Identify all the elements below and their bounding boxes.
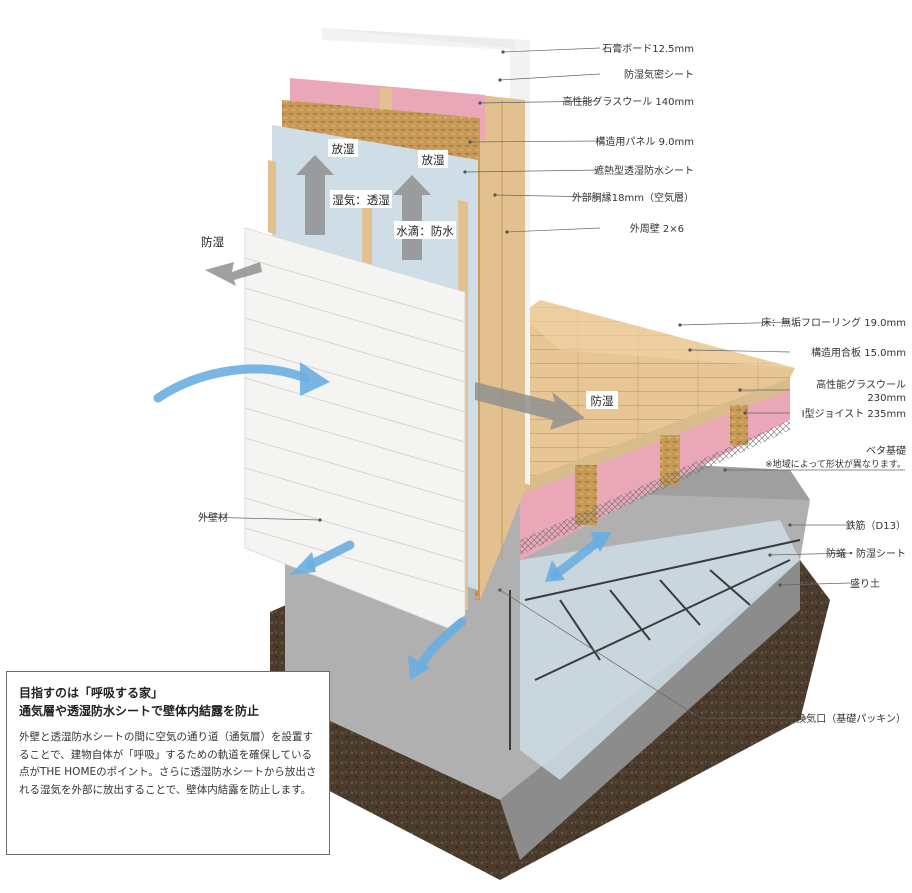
label-furring-strip: 外部胴縁18mm（空気層） [572,191,694,204]
info-title-line1: 目指すのは「呼吸する家」 [19,686,164,700]
air-arrow-foundation-left [305,540,355,570]
tag-release-right: 放湿 [422,153,445,167]
info-title: 目指すのは「呼吸する家」 通気層や透湿防水シートで壁体内結露を防止 [19,684,317,720]
moisture-arrow-right [475,382,585,430]
tag-moisture-proof-right: 防湿 [591,394,614,408]
label-vapor-barrier: 防湿気密シート [624,68,694,81]
label-i-joist: I型ジョイスト 235mm [802,407,906,420]
label-structural-panel: 構造用パネル 9.0mm [595,135,694,148]
label-floor-flooring: 床：無垢フローリング 19.0mm [761,316,906,329]
label-glass-wool-floor-2: 230mm [867,393,906,404]
component-labels: 石膏ボード12.5mm 防湿気密シート 高性能グラスウール 140mm 構造用パ… [198,42,906,725]
air-arrow-heads [290,362,612,680]
label-glass-wool-wall: 高性能グラスウール 140mm [562,95,694,108]
info-box: 目指すのは「呼吸する家」 通気層や透湿防水シートで壁体内結露を防止 外壁と透湿防… [6,671,330,855]
label-beta-foundation: ベタ基礎 [866,444,906,457]
label-leaders [199,47,905,719]
info-body: 外壁と透湿防水シートの間に空気の通り道（通気層）を設置することで、建物自体が「呼… [19,731,317,796]
info-title-line2: 通気層や透湿防水シートで壁体内結露を防止 [19,704,260,718]
label-exterior-material: 外壁材 [198,511,228,524]
label-moisture-sheet: 防蟻・防湿シート [826,547,906,560]
label-rebar: 鉄筋（D13） [846,519,906,532]
structural-panel-osb [282,100,480,600]
label-gypsum-board: 石膏ボード12.5mm [602,42,694,55]
label-fill-soil: 盛り土 [850,577,880,590]
moisture-arrow-left [205,262,262,286]
label-outer-wall-frame: 外周壁 2×6 [630,222,684,235]
label-glass-wool-floor-1: 高性能グラスウール [816,378,906,391]
tag-release-left: 放湿 [332,142,355,156]
exterior-siding [244,227,466,629]
tag-vapor-permeable: 湿気：透湿 [332,193,390,207]
wall-framing [480,95,525,600]
tag-moisture-proof-left: 防湿 [201,235,224,249]
label-heat-shield-sheet: 遮熱型透湿防水シート [594,164,694,177]
label-vent: 換気口（基礎パッキン） [796,712,906,725]
diagram-tags: 放湿 放湿 湿気：透湿 水滴：防水 防湿 防湿 [201,139,618,409]
label-foundation-note: ※地域によって形状が異なります。 [765,458,906,470]
floor-structure [520,375,790,560]
air-arrow-in [153,364,310,403]
label-structural-plywood: 構造用合板 15.0mm [811,346,906,359]
tag-water-proof: 水滴：防水 [396,224,454,238]
moisture-arrow-up-left [296,155,334,235]
